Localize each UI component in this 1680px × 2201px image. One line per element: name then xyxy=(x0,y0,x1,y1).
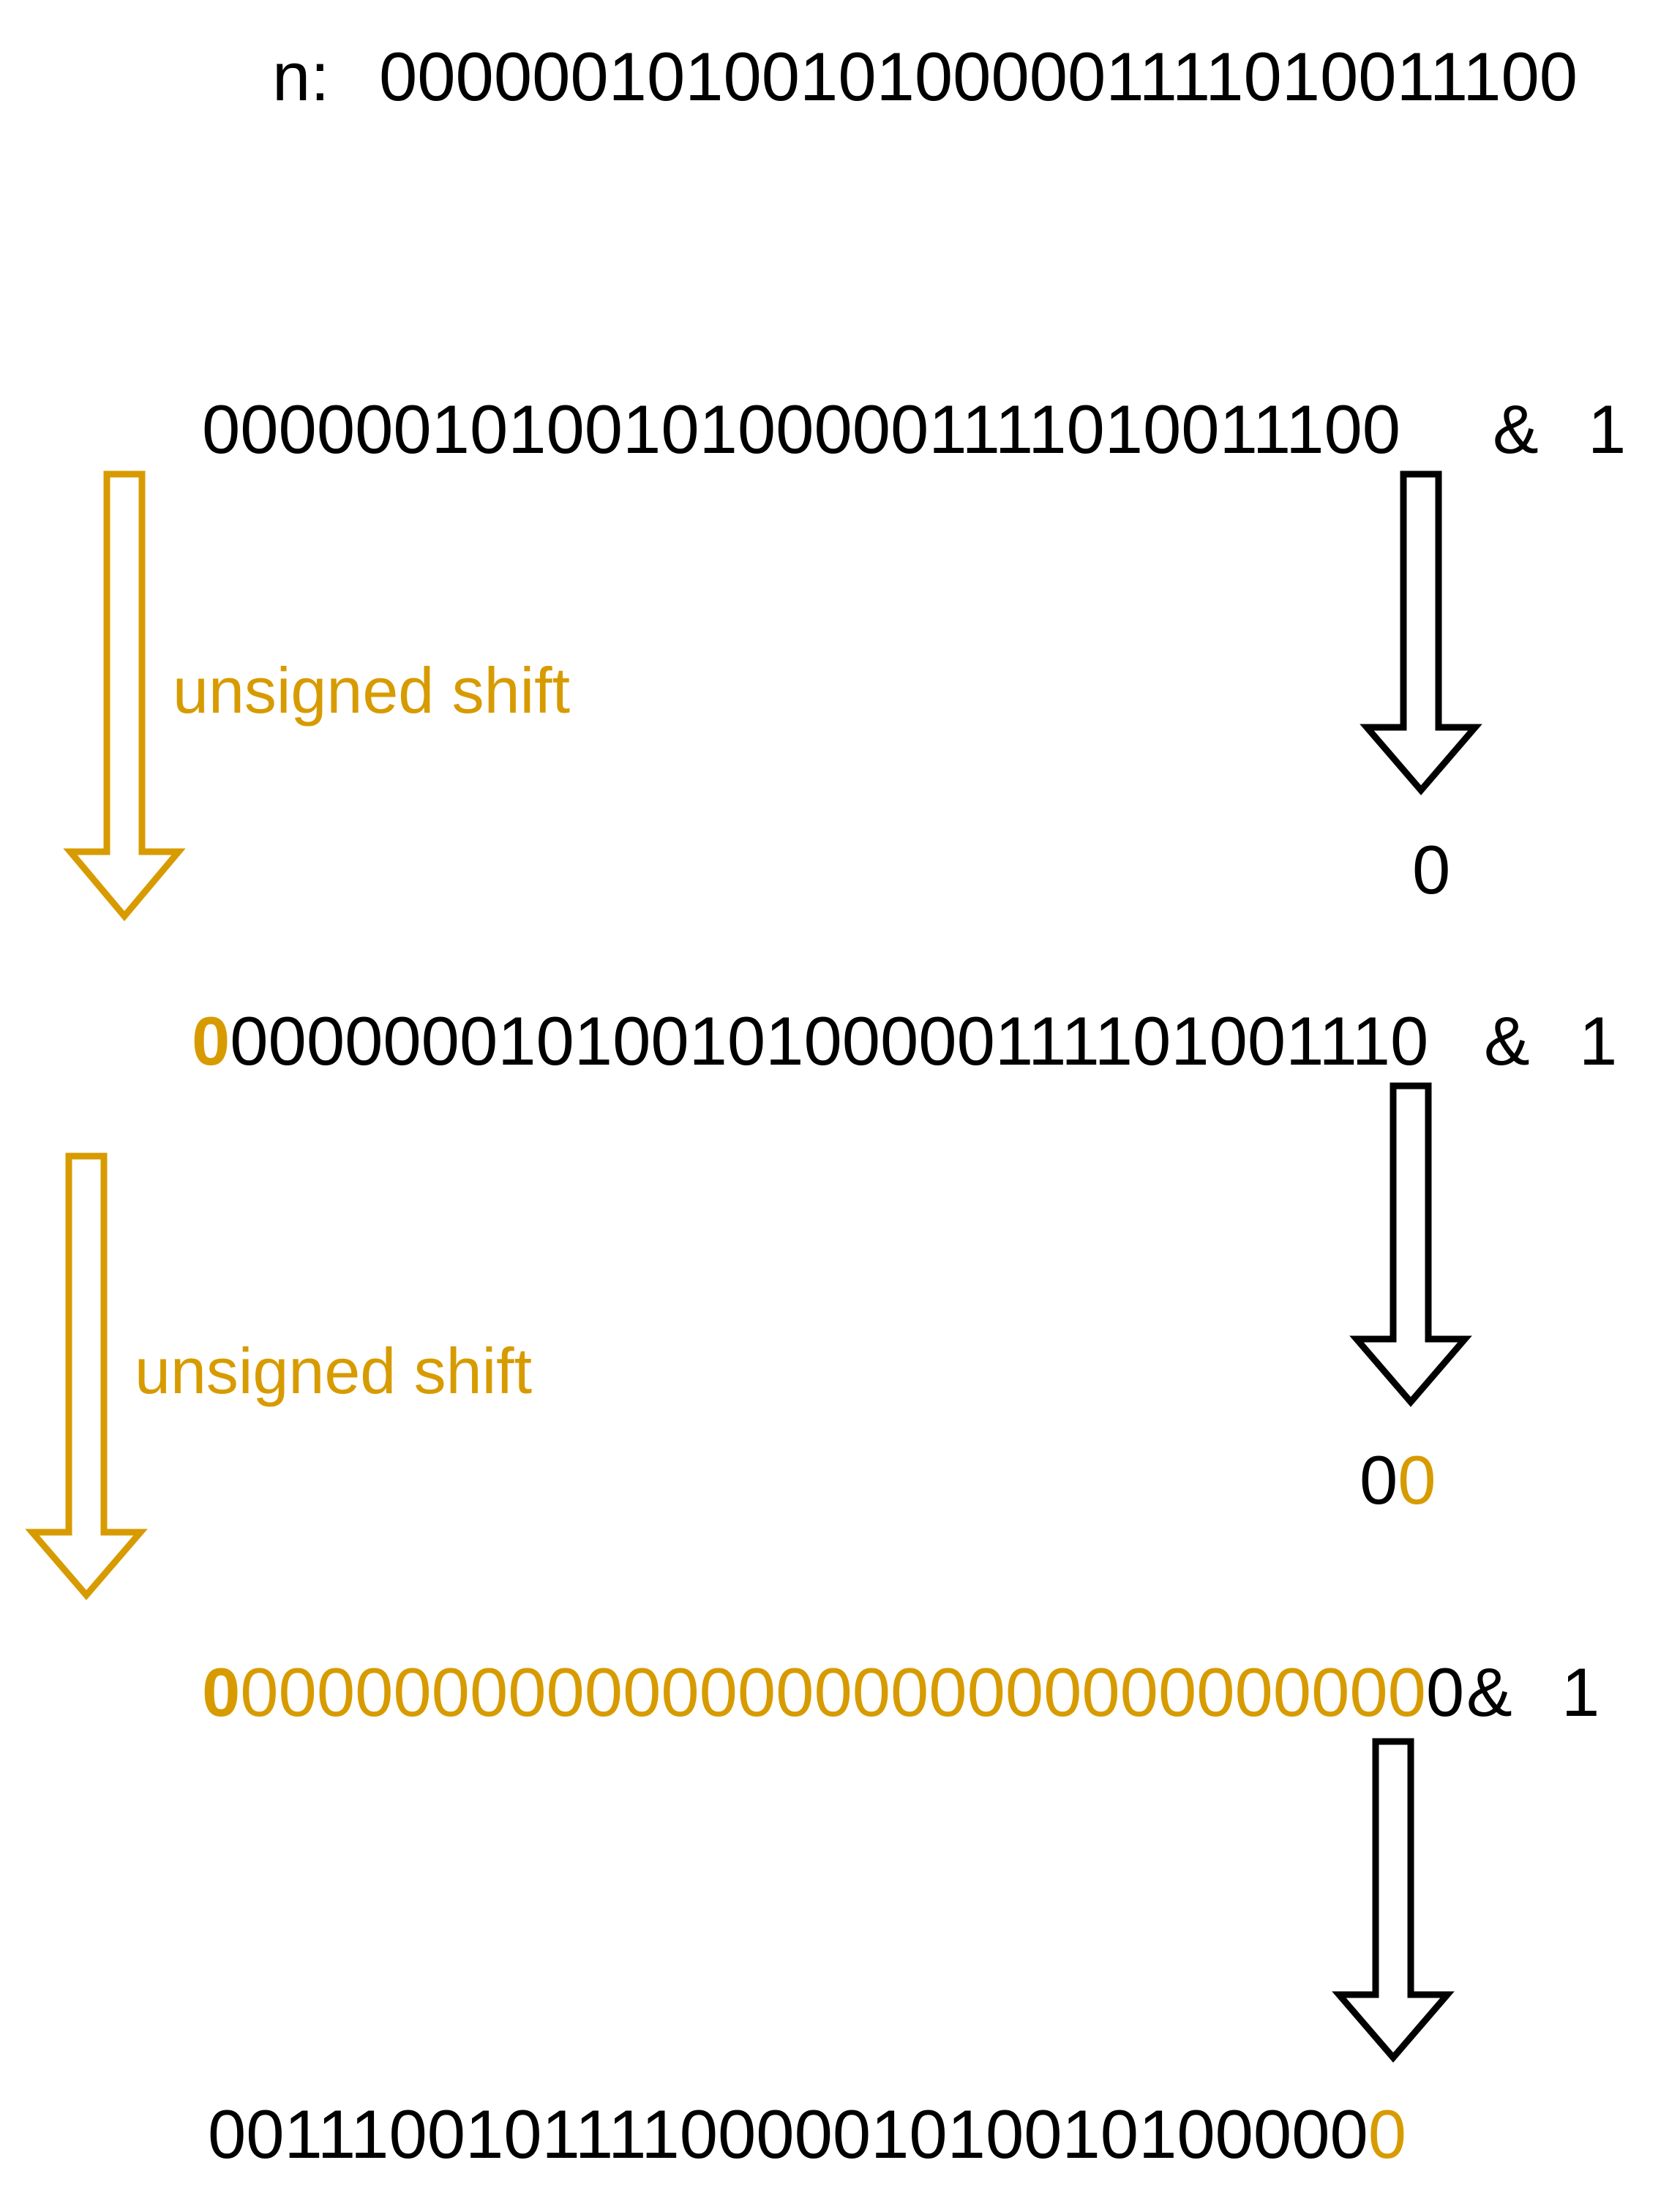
shift-arrow-1 xyxy=(63,470,186,921)
unsigned-shift-label-2: unsigned shift xyxy=(135,1335,533,1407)
and-arrow-2 xyxy=(1349,1082,1472,1407)
result-1-black: 0 xyxy=(1412,831,1451,908)
and-arrow-1 xyxy=(1360,470,1482,795)
row-3-gold-bits: 0000000000000000000000000000000 xyxy=(240,1654,1426,1731)
row-1-operator: & xyxy=(1493,391,1539,468)
result-1: 0 xyxy=(1412,836,1450,904)
row-1-bits: 00000010100101000001111010011100 xyxy=(202,395,1400,464)
result-2-black: 0 xyxy=(1360,1441,1398,1518)
row-2-tail: 0 xyxy=(1390,1002,1429,1079)
result-2-gold: 0 xyxy=(1398,1441,1436,1518)
row-2-bits: 000000001010010100000111101001110 xyxy=(192,1007,1428,1076)
row-3-black: 0 xyxy=(1425,1654,1465,1731)
row-3-operand: 1 xyxy=(1561,1654,1600,1731)
result-2: 00 xyxy=(1360,1446,1436,1515)
shift-arrow-2 xyxy=(25,1152,148,1600)
row-2-shifted-in: 0 xyxy=(192,1002,230,1079)
and-arrow-3 xyxy=(1332,1738,1455,2063)
unsigned-shift-label-1: unsigned shift xyxy=(173,654,571,727)
row-2-black: 0000000101001010000011110100111 xyxy=(230,1002,1391,1079)
n-value: 00000010100101000001111010011100 xyxy=(379,38,1578,115)
row-3-bits: 000000000000000000000000000000000 xyxy=(202,1658,1464,1727)
final-result: 00111001011110000010100101000000 xyxy=(208,2100,1406,2169)
row-1-black: 00000010100101000001111010011100 xyxy=(202,391,1401,468)
final-result-black: 0011100101111000001010010100000 xyxy=(208,2096,1368,2172)
n-label: n: xyxy=(272,38,330,115)
final-result-gold: 0 xyxy=(1368,2096,1407,2172)
row-2-operand: 1 xyxy=(1579,1002,1618,1079)
row-3-shifted-in: 0 xyxy=(202,1654,241,1731)
row-2-operator: & xyxy=(1484,1002,1530,1079)
row-1-operand: 1 xyxy=(1588,391,1627,468)
row-3-operator: & xyxy=(1466,1654,1512,1731)
